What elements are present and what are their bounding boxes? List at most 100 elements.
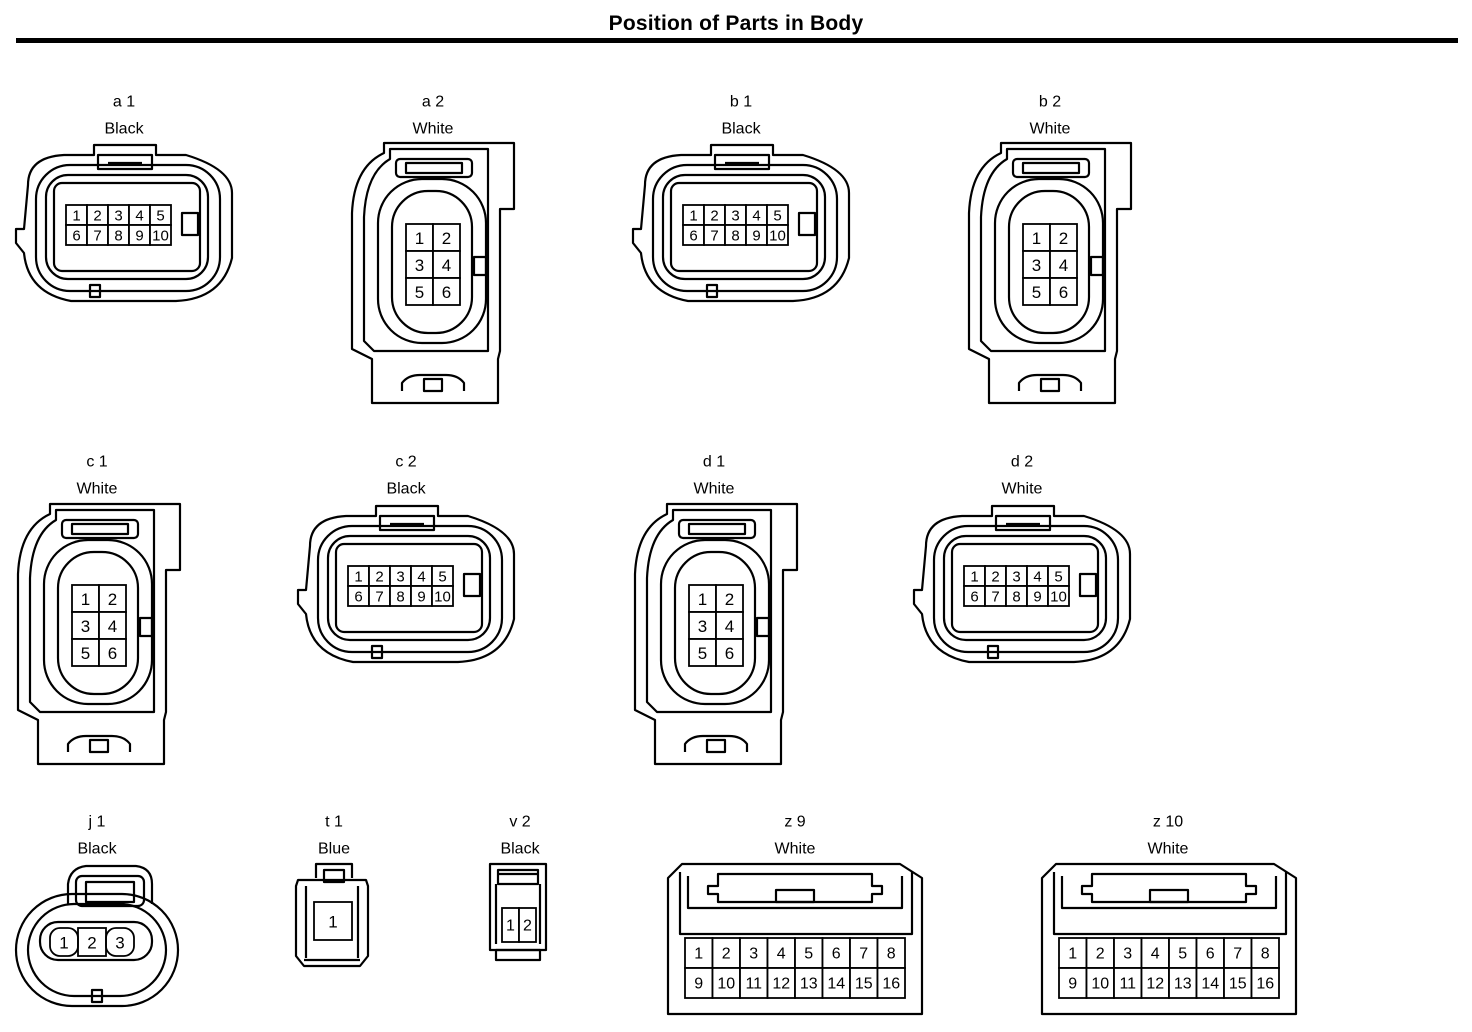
pin-cell (98, 638, 127, 667)
connector-color-label: White (1002, 481, 1043, 498)
pin-number: 3 (1032, 256, 1041, 275)
pin-cell (313, 901, 353, 941)
connector-color-label: White (413, 121, 454, 138)
pin-number: 8 (1012, 589, 1020, 606)
pin-number: 9 (1068, 976, 1077, 993)
connector-code-label: z 10 (1153, 814, 1183, 831)
pin-number: 14 (1201, 976, 1219, 993)
pin-number: 1 (689, 208, 697, 225)
pin-cell (105, 927, 135, 957)
pin-number: 11 (745, 976, 762, 993)
pin-number: 7 (1233, 946, 1242, 963)
pin-number: 1 (1068, 946, 1077, 963)
pin-number: 4 (725, 617, 734, 636)
pin-number: 5 (415, 283, 424, 302)
pin-number: 10 (1050, 589, 1067, 606)
pin-number: 1 (354, 569, 362, 586)
connector-color-label: White (1030, 121, 1071, 138)
pin-cell (518, 907, 537, 943)
pin-cell (1140, 967, 1170, 999)
pin-number: 10 (717, 976, 735, 993)
pin-number: 9 (1033, 589, 1041, 606)
connector-color-label: Black (386, 481, 426, 498)
pin-cell (432, 223, 461, 252)
pin-cell (715, 611, 744, 640)
pin-number: 5 (698, 644, 707, 663)
pin-number: 5 (804, 946, 813, 963)
connector-code-label: c 1 (86, 454, 107, 471)
pin-number: 2 (1059, 229, 1068, 248)
pin-number: 4 (1059, 256, 1068, 275)
pin-cell (1022, 250, 1051, 279)
pin-number: 7 (710, 228, 718, 245)
connector-code-label: c 2 (395, 454, 416, 471)
pin-number: 2 (375, 569, 383, 586)
pin-number: 1 (415, 229, 424, 248)
pin-number: 1 (698, 590, 707, 609)
pin-cell (688, 584, 717, 613)
pin-number: 7 (991, 589, 999, 606)
pin-cell (432, 277, 461, 306)
pin-number: 8 (731, 228, 739, 245)
pin-number: 10 (1091, 976, 1109, 993)
connector-code-label: v 2 (509, 814, 530, 831)
pin-number: 2 (442, 229, 451, 248)
pin-number: 15 (1229, 976, 1247, 993)
connector-color-label: White (1148, 841, 1189, 858)
pin-number: 5 (156, 208, 164, 225)
pin-number: 8 (1261, 946, 1270, 963)
connector-code-label: d 2 (1011, 454, 1033, 471)
pin-cell (715, 638, 744, 667)
pin-number: 12 (1146, 976, 1164, 993)
pin-number: 6 (970, 589, 978, 606)
pin-number: 5 (81, 644, 90, 663)
pin-cell (876, 967, 906, 999)
pin-number: 1 (970, 569, 978, 586)
pin-cell (405, 250, 434, 279)
pin-number: 10 (769, 228, 786, 245)
pin-number: 8 (114, 228, 122, 245)
pin-number: 6 (689, 228, 697, 245)
connector-color-label: Blue (318, 841, 350, 858)
pin-number: 4 (1033, 569, 1041, 586)
pin-number: 2 (108, 590, 117, 609)
connector-color-label: White (694, 481, 735, 498)
pin-cell (821, 967, 851, 999)
pin-cell (1113, 967, 1143, 999)
pin-number: 3 (698, 617, 707, 636)
pin-number: 16 (882, 976, 900, 993)
pin-number: 16 (1256, 976, 1274, 993)
connector-code-label: a 2 (422, 94, 444, 111)
connector-code-label: d 1 (703, 454, 725, 471)
pin-number: 2 (93, 208, 101, 225)
pin-number: 6 (1206, 946, 1215, 963)
pin-number: 5 (438, 569, 446, 586)
pin-number: 4 (108, 617, 117, 636)
pin-number: 9 (694, 976, 703, 993)
connector-code-label: b 1 (730, 94, 752, 111)
pin-cell (766, 967, 796, 999)
pin-number: 7 (93, 228, 101, 245)
pin-number: 1 (694, 946, 703, 963)
title-rule (16, 38, 1458, 43)
pin-number: 2 (991, 569, 999, 586)
pin-number: 2 (87, 934, 96, 953)
pin-cell (1049, 277, 1078, 306)
page-title: Position of Parts in Body (608, 12, 864, 35)
connector-color-label: White (775, 841, 816, 858)
pin-number: 14 (827, 976, 845, 993)
pin-cell (1250, 967, 1280, 999)
pin-number: 15 (855, 976, 873, 993)
pin-number: 7 (859, 946, 868, 963)
pin-number: 4 (417, 569, 425, 586)
pin-number: 4 (752, 208, 760, 225)
pin-number: 4 (442, 256, 451, 275)
